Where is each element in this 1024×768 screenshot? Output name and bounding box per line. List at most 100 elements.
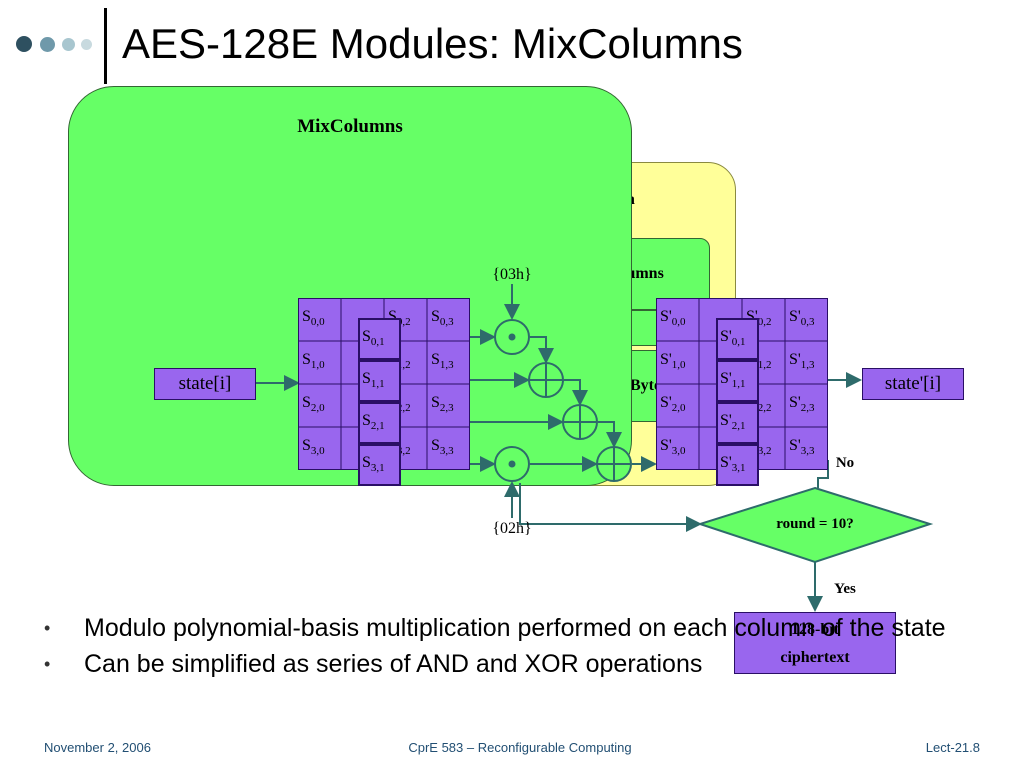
matrix-cell: S2,3 <box>431 394 454 414</box>
matrix-cell: S'2,1 <box>720 412 746 432</box>
cell-index: 3,0 <box>671 445 686 458</box>
cell-index: 1,0 <box>671 359 686 372</box>
cell-index: 3,3 <box>439 445 454 458</box>
matrix-cell: S0,0 <box>302 308 325 328</box>
yes-label: Yes <box>834 580 856 597</box>
column-cell-box <box>716 444 759 486</box>
cell-index: 2,0 <box>671 402 686 415</box>
matrix-cell: S'3,3 <box>789 437 815 457</box>
title-divider <box>104 8 107 84</box>
cell-index: 1,1 <box>370 378 385 391</box>
matrix-cell: S'0,2 <box>746 308 772 328</box>
matrix-cell: S'3,0 <box>660 437 686 457</box>
cell-prefix: S <box>362 412 371 429</box>
cell-prefix: S' <box>660 437 672 454</box>
no-label: No <box>835 454 855 471</box>
cell-index: 0,0 <box>671 316 686 329</box>
cell-prefix: S' <box>660 308 672 325</box>
constant-03h: {03h} <box>492 266 532 283</box>
matrix-cell: S'0,1 <box>720 328 746 348</box>
decor-dot-1 <box>16 36 32 52</box>
cell-prefix: S' <box>746 308 758 325</box>
cell-prefix: S <box>302 351 311 368</box>
cell-prefix: S' <box>660 351 672 368</box>
cell-index: 0,2 <box>757 316 772 329</box>
decor-dot-4 <box>81 39 92 50</box>
footer-lecture: Lect-21.8 <box>925 740 980 755</box>
matrix-cell: S'1,3 <box>789 351 815 371</box>
cell-prefix: S <box>431 308 440 325</box>
cell-prefix: S <box>431 351 440 368</box>
cell-prefix: S' <box>789 351 801 368</box>
matrix-cell: S0,3 <box>431 308 454 328</box>
cell-prefix: S <box>388 308 397 325</box>
cell-prefix: S <box>431 394 440 411</box>
cell-index: 0,1 <box>370 336 385 349</box>
back-label-2: lumns <box>622 265 664 282</box>
matrix-cell: S'3,1 <box>720 454 746 474</box>
cell-index: 3,3 <box>800 445 815 458</box>
cell-index: 1,3 <box>439 359 454 372</box>
cell-index: 3,2 <box>757 445 772 458</box>
matrix-cell: S'0,3 <box>789 308 815 328</box>
matrix-cell: S1,1 <box>362 370 385 390</box>
bullet-item: Modulo polynomial-basis multiplication p… <box>44 614 984 642</box>
matrix-cell: S'1,1 <box>720 370 746 390</box>
bullet-item: Can be simplified as series of AND and X… <box>44 650 984 678</box>
column-cell-box <box>716 402 759 444</box>
cell-prefix: S <box>431 437 440 454</box>
cell-index: 1,1 <box>731 378 746 391</box>
cell-index: 0,1 <box>731 336 746 349</box>
matrix-cell: S0,1 <box>362 328 385 348</box>
column-cell-box <box>716 360 759 402</box>
column-cell-box <box>716 318 759 360</box>
matrix-cell: S'2,3 <box>789 394 815 414</box>
cell-prefix: S <box>302 437 311 454</box>
cell-prefix: S' <box>789 437 801 454</box>
bullet-list: Modulo polynomial-basis multiplication p… <box>44 614 984 686</box>
cell-index: 2,1 <box>370 420 385 433</box>
cell-index: 2,0 <box>310 402 325 415</box>
column-cell-box <box>358 402 401 444</box>
page-title: AES-128E Modules: MixColumns <box>122 20 743 67</box>
matrix-cell: S3,1 <box>362 454 385 474</box>
matrix-cell: S'1,0 <box>660 351 686 371</box>
cell-index: 0,0 <box>310 316 325 329</box>
cell-prefix: S' <box>720 370 732 387</box>
decor-dot-3 <box>62 38 75 51</box>
cell-index: 1,0 <box>310 359 325 372</box>
cell-index: 1,3 <box>800 359 815 372</box>
state-out-box: state'[i] <box>862 368 964 400</box>
constant-02h: {02h} <box>492 520 532 537</box>
cell-index: 2,3 <box>439 402 454 415</box>
cell-index: 1,2 <box>757 359 772 372</box>
cell-index: 0,3 <box>800 316 815 329</box>
cell-prefix: S' <box>789 308 801 325</box>
matrix-cell: S3,0 <box>302 437 325 457</box>
matrix-cell: S'2,0 <box>660 394 686 414</box>
column-cell-box <box>358 318 401 360</box>
cell-prefix: S' <box>660 394 672 411</box>
cell-index: 3,0 <box>310 445 325 458</box>
mixcolumns-label: MixColumns <box>297 116 403 137</box>
round-check-label: round = 10? <box>776 515 854 532</box>
cell-index: 3,1 <box>370 462 385 475</box>
state-in-box: state[i] <box>154 368 256 400</box>
matrix-cell: S'0,0 <box>660 308 686 328</box>
decor-dot-2 <box>40 37 55 52</box>
back-label-3: Byte <box>630 377 662 394</box>
footer-course: CprE 583 – Reconfigurable Computing <box>408 740 632 755</box>
matrix-cell: S2,1 <box>362 412 385 432</box>
cell-prefix: S <box>302 394 311 411</box>
matrix-cell: S1,0 <box>302 351 325 371</box>
column-cell-box <box>358 444 401 486</box>
cell-index: 3,1 <box>731 462 746 475</box>
matrix-cell: S2,0 <box>302 394 325 414</box>
column-cell-box <box>358 360 401 402</box>
matrix-cell: S1,3 <box>431 351 454 371</box>
cell-index: 2,3 <box>800 402 815 415</box>
cell-prefix: S' <box>720 454 732 471</box>
cell-prefix: S <box>302 308 311 325</box>
cell-prefix: S <box>362 370 371 387</box>
matrix-cell: S3,3 <box>431 437 454 457</box>
